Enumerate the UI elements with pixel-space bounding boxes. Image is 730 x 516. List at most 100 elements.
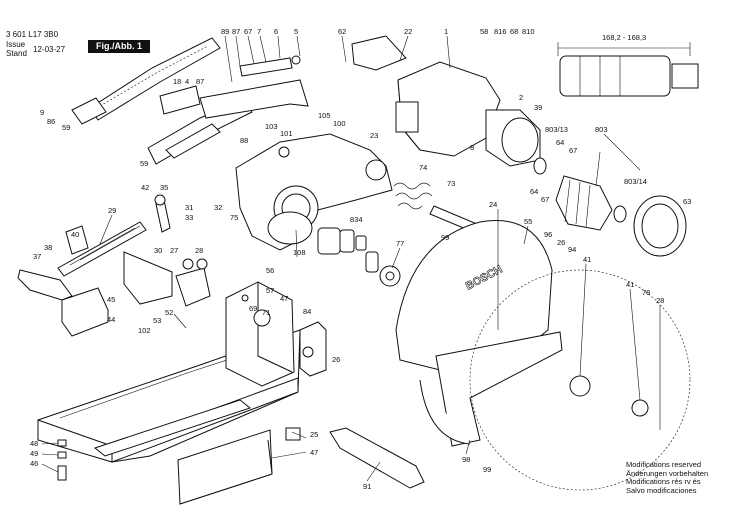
callout-42: 42 [141, 183, 149, 192]
callout-105: 105 [318, 111, 331, 120]
callout-8: 8 [470, 143, 474, 152]
callout-73: 73 [447, 179, 455, 188]
callout-7: 7 [257, 27, 261, 36]
callout-86: 86 [47, 117, 55, 126]
callout-834: 834 [350, 215, 363, 224]
lock-plate [299, 321, 327, 377]
callout-816: 816 [494, 27, 507, 36]
callout-1: 1 [444, 27, 448, 36]
armature-detail [557, 42, 699, 97]
callout-28b: 28 [656, 296, 664, 305]
callout-74: 74 [419, 163, 427, 172]
callout-84: 84 [303, 307, 311, 316]
callout-77: 77 [396, 239, 404, 248]
wrench [329, 427, 425, 489]
note-line-de: Änderungen vorbehalten [626, 468, 709, 478]
issue-label: Issue [6, 40, 26, 49]
callout-30: 30 [154, 246, 162, 255]
callout-98: 98 [462, 455, 470, 464]
modifications-note: Modifications reserved Änderungen vorbeh… [626, 460, 709, 495]
callout-37: 37 [33, 252, 41, 261]
callout-52: 52 [165, 308, 173, 317]
callout-58: 58 [480, 27, 488, 36]
armature [533, 157, 627, 231]
note-line-fr: Modifications rés rv és [626, 477, 701, 487]
arm-housing [235, 133, 393, 251]
callout-78: 78 [642, 288, 650, 297]
leader-lines [41, 35, 661, 482]
callout-101: 101 [280, 129, 293, 138]
callout-100: 100 [333, 119, 346, 128]
callout-810: 810 [522, 27, 535, 36]
callout-91: 91 [363, 482, 371, 491]
callout-55: 55 [524, 217, 532, 226]
callout-18: 18 [173, 77, 181, 86]
dimension-label: 168,2 - 168,3 [602, 33, 646, 42]
callout-71: 71 [262, 308, 270, 317]
callout-9: 9 [40, 108, 44, 117]
callout-99: 99 [441, 233, 449, 242]
callout-102: 102 [138, 326, 151, 335]
callout-803-13: 803/13 [545, 125, 568, 134]
callout-33: 33 [185, 213, 193, 222]
callout-39: 39 [534, 103, 542, 112]
callout-94: 94 [568, 245, 576, 254]
callout-29: 29 [108, 206, 116, 215]
callout-46: 46 [30, 459, 38, 468]
callout-96: 96 [544, 230, 552, 239]
callout-803: 803 [595, 125, 608, 134]
callout-4: 4 [185, 77, 189, 86]
callout-108: 108 [293, 248, 306, 257]
callout-labels: 89 87 67 7 6 5 62 22 1 58 816 68 810 18 … [30, 27, 691, 491]
callout-87: 87 [232, 27, 240, 36]
callout-44: 44 [107, 315, 115, 324]
callout-6: 6 [274, 27, 278, 36]
callout-64b: 64 [530, 187, 538, 196]
callout-35: 35 [160, 183, 168, 192]
callout-45: 45 [107, 295, 115, 304]
end-shield [633, 195, 687, 257]
callout-67: 67 [244, 27, 252, 36]
callout-56: 56 [266, 266, 274, 275]
callout-27: 27 [170, 246, 178, 255]
callout-32: 32 [214, 203, 222, 212]
figure-badge: Fig./Abb. 1 [88, 40, 150, 53]
callout-40: 40 [71, 230, 79, 239]
callout-67b: 67 [569, 146, 577, 155]
callout-48: 48 [30, 439, 38, 448]
callout-25: 25 [310, 430, 318, 439]
callout-28: 28 [195, 246, 203, 255]
callout-38: 38 [44, 243, 52, 252]
callout-99b: 99 [483, 465, 491, 474]
callout-59b: 59 [140, 159, 148, 168]
callout-803-14: 803/14 [624, 177, 647, 186]
callout-87b: 87 [196, 77, 204, 86]
callout-26: 26 [557, 238, 565, 247]
motor-housing [351, 35, 541, 167]
callout-89: 89 [221, 27, 229, 36]
callout-69: 69 [249, 304, 257, 313]
callout-53: 53 [153, 316, 161, 325]
note-line-en: Modifications reserved [626, 460, 702, 469]
callout-57: 57 [266, 286, 274, 295]
callout-41b: 41 [626, 280, 634, 289]
callout-59: 59 [62, 123, 70, 132]
issue-date: 12-03-27 [33, 45, 66, 54]
callout-23: 23 [370, 131, 378, 140]
note-line-es: Salvo modificaciones [626, 485, 697, 495]
callout-47: 47 [280, 294, 288, 303]
vise-assembly [17, 194, 211, 337]
callout-49: 49 [30, 449, 38, 458]
callout-68: 68 [510, 27, 518, 36]
callout-67c: 67 [541, 195, 549, 204]
handle-assembly [71, 37, 309, 165]
callout-31: 31 [185, 203, 193, 212]
callout-41: 41 [583, 255, 591, 264]
callout-2: 2 [519, 93, 523, 102]
stand-label: Stand [6, 49, 27, 58]
callout-22: 22 [404, 27, 412, 36]
callout-26b: 26 [332, 355, 340, 364]
blade-guard [395, 220, 563, 447]
foot-screws [57, 427, 301, 481]
